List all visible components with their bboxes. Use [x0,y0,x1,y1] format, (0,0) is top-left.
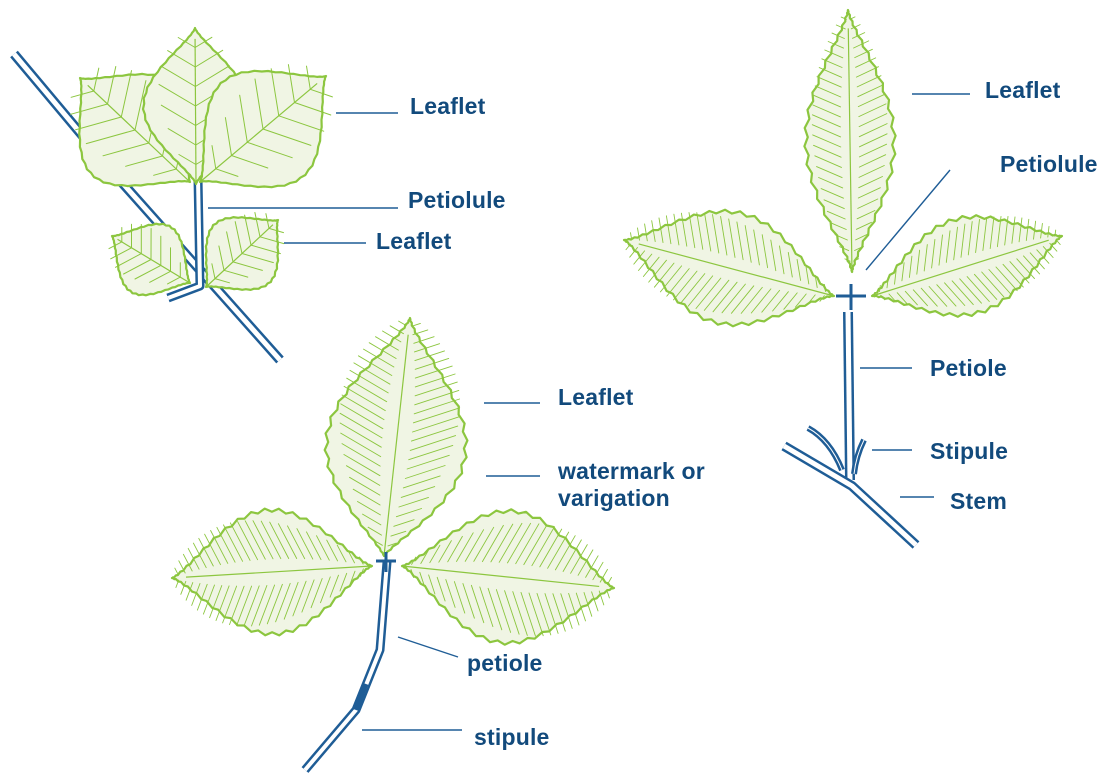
label-petiole: petiole [467,650,543,677]
leaflet-terminal-vein [412,323,421,326]
label-watermark-variegation: watermark or varigation [558,458,758,512]
petiole [848,312,850,480]
label-leaflet: Leaflet [558,384,634,411]
leaflet-terminal-vein [399,321,407,326]
label-leaflet-terminal: Leaflet [410,93,486,120]
label-leaflet-lateral: Leaflet [376,228,452,255]
leaflet-terminal [325,318,468,556]
leader-petiole [398,637,458,657]
label-stem: Stem [950,488,1007,515]
leaflet-junction [836,284,866,310]
label-petiole: Petiole [930,355,1007,382]
label-petiolule: Petiolule [408,187,506,214]
label-stipule: stipule [474,724,550,751]
leaflet-junction [376,552,396,572]
stipule-right [854,440,864,474]
label-petiolule: Petiolule [1000,151,1098,178]
label-stipule: Stipule [930,438,1008,465]
leaflet-left-vein [175,568,179,575]
label-leaflet: Leaflet [985,77,1061,104]
